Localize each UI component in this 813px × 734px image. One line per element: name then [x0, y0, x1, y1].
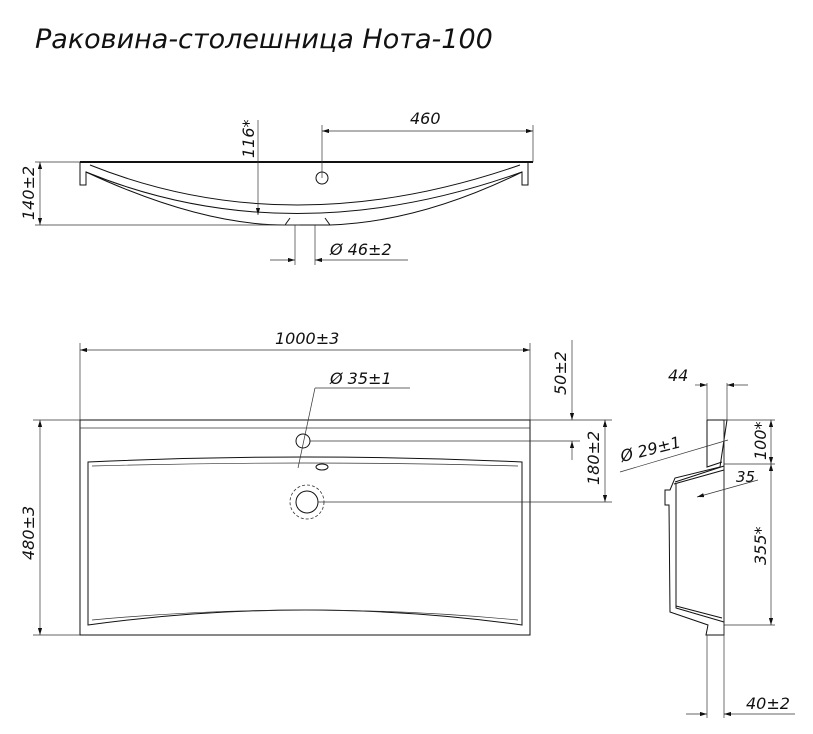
top-width-dimension: 44	[668, 366, 688, 385]
height-dimension: 140±2	[19, 166, 38, 220]
bottom-width-dimension: 40±2	[746, 694, 790, 713]
overflow-diameter-dimension: Ø 29±1	[617, 433, 682, 467]
drain-offset-dimension: 180±2	[584, 431, 603, 485]
depth-dimension: 116*	[239, 119, 258, 158]
side-view: 44 Ø 29±1 35 100* 355* 40±2	[617, 366, 795, 718]
faucet-hole-dimension: Ø 35±1	[329, 369, 392, 388]
drain-diameter-dimension: Ø 46±2	[329, 240, 392, 259]
width-dimension: 1000±3	[275, 329, 339, 348]
hole-offset-dimension: 460	[410, 109, 441, 128]
drawing-title: Раковина-столешница Нота-100	[35, 24, 493, 55]
drain-hole	[295, 490, 319, 514]
section-view: 140±2 116* 460 Ø 46±2	[19, 109, 534, 265]
slope-dimension: 35	[736, 468, 755, 486]
depth-dimension: 480±3	[19, 506, 38, 560]
hole-offset-dimension: 50±2	[551, 351, 570, 395]
bowl-height-dimension: 355*	[751, 526, 770, 565]
plan-view: 1000±3 480±3 Ø 35±1 50±2 180±2	[19, 329, 612, 636]
upper-height-dimension: 100*	[751, 421, 770, 460]
overflow-hole	[315, 463, 329, 471]
